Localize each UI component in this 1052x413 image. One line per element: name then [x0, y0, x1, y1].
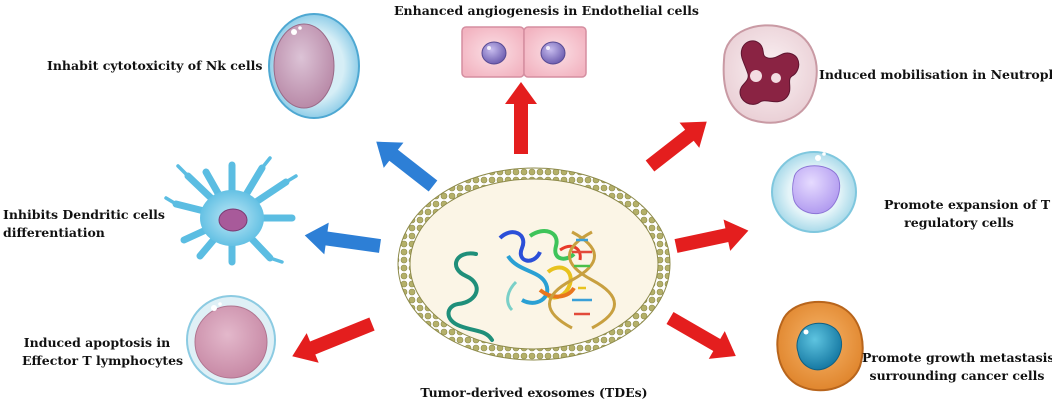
- nk-cell: [268, 13, 360, 119]
- protein-structure: [498, 229, 582, 312]
- label-tde: Tumor-derived exosomes (TDEs): [420, 385, 648, 400]
- arrow-to-endothelial: [505, 82, 537, 154]
- dendritic-cell: [164, 156, 298, 266]
- tumor-derived-exosome: [397, 167, 671, 361]
- label-cancer-line2: surrounding cancer cells: [869, 368, 1045, 383]
- cancer-cell: [776, 300, 864, 392]
- arrow-to-effector: [292, 317, 375, 363]
- label-treg-line1: Promote expansion of T: [884, 197, 1051, 212]
- label-neutrophil: Induced mobilisation in Neutrophil: [819, 67, 1052, 82]
- label-cancer-line1: Promote growth metastasis in: [862, 350, 1052, 365]
- label-dendritic-line2: differentiation: [3, 225, 105, 240]
- endothelial-cells: [461, 26, 587, 78]
- arrow-to-cancer: [666, 311, 736, 359]
- label-treg-line2: regulatory cells: [904, 215, 1014, 230]
- treg-cell: [771, 151, 857, 233]
- arrow-to-neutrophil: [645, 121, 707, 172]
- neutrophil-cell: [722, 24, 818, 124]
- label-endothelial: Enhanced angiogenesis in Endothelial cel…: [394, 3, 699, 18]
- label-apoptosis-line1: Induced apoptosis in: [23, 335, 171, 350]
- dna-helix: [548, 230, 616, 330]
- arrow-to-dendritic: [304, 222, 381, 255]
- rna-strand: [446, 251, 494, 342]
- label-apoptosis-line2: Effector T lymphocytes: [22, 353, 184, 368]
- effector-t-cell: [186, 295, 276, 385]
- label-nk: Inhabit cytotoxicity of Nk cells: [47, 58, 263, 73]
- label-dendritic-line1: Inhibits Dendritic cells: [3, 207, 165, 222]
- arrow-to-nk: [376, 141, 438, 192]
- arrow-to-treg: [674, 219, 749, 253]
